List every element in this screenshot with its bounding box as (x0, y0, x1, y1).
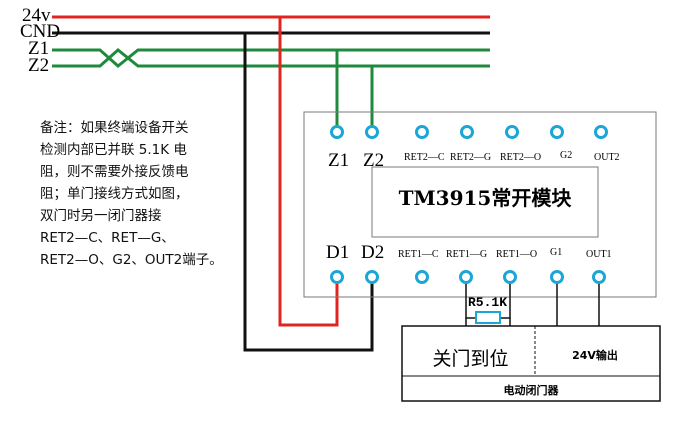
door-closed-label: 关门到位 (432, 348, 509, 370)
module-box (303, 111, 657, 298)
module-title-box (371, 166, 599, 238)
red-wire-to-d1 (278, 17, 339, 327)
wiring-note: 备注：如果终端设备开关 检测内部已并联 5.1K 电 阻，则不需要外接反馈电 阻… (40, 117, 290, 271)
terminal-label-d2: D2 (361, 242, 385, 263)
terminal-label-ret1-o: RET1—O (496, 249, 538, 260)
terminal-label-g1: G1 (550, 247, 563, 258)
terminal-screw-ret1-o (503, 270, 517, 284)
terminal-screw-d2 (365, 270, 379, 284)
door-closer-name: 电动闭门器 (503, 384, 559, 397)
door-closer-box (401, 325, 661, 402)
black-wire-to-d2 (243, 33, 374, 352)
note-line: 双门时另一闭门器接 (40, 208, 162, 224)
terminal-label-d1: D1 (326, 242, 350, 263)
resistor (475, 311, 501, 324)
rail-z2-wire (52, 48, 490, 68)
terminal-label-g2: G2 (560, 150, 573, 161)
terminal-screw-out2 (594, 125, 608, 139)
note-line: RET2—O、G2、OUT2端子。 (40, 252, 223, 268)
door-output-label: 24V输出 (572, 349, 618, 362)
module-title: TM3915常开模块 (398, 186, 572, 210)
terminal-label-ret1-c: RET1—C (398, 249, 439, 260)
terminal-screw-g2 (550, 125, 564, 139)
terminal-label-out1: OUT1 (586, 249, 612, 260)
terminal-label-ret2-g: RET2—G (450, 152, 492, 163)
terminal-screw-ret2-g (460, 125, 474, 139)
terminal-screw-z2 (365, 125, 379, 139)
terminal-label-ret2-c: RET2—C (404, 152, 445, 163)
rail-label-24v: 24v (22, 5, 51, 26)
terminal-screw-d1 (330, 270, 344, 284)
rail-z1-wire (52, 48, 490, 68)
terminal-label-ret1-g: RET1—G (446, 249, 488, 260)
rail-label-z2: Z2 (28, 55, 50, 76)
terminal-screw-ret2-c (415, 125, 429, 139)
terminal-screw-z1 (330, 125, 344, 139)
terminal-screw-g1 (550, 270, 564, 284)
terminal-screw-ret1-c (415, 270, 429, 284)
terminal-screw-ret2-o (505, 125, 519, 139)
terminal-label-z1: Z1 (328, 150, 350, 171)
terminal-label-ret2-o: RET2—O (500, 152, 542, 163)
note-line: RET2—C、RET—G、 (40, 230, 175, 246)
terminal-screw-ret1-g (459, 270, 473, 284)
rail-label-z1: Z1 (28, 38, 50, 59)
note-line: 阻，则不需要外接反馈电 (40, 164, 189, 180)
note-line: 检测内部已并联 5.1K 电 (40, 142, 187, 158)
rail-label-cnd: CND (20, 21, 61, 42)
note-line: 阻；单门接线方式如图， (40, 186, 189, 202)
terminal-label-out2: OUT2 (594, 152, 620, 163)
note-line: 备注：如果终端设备开关 (40, 120, 189, 136)
resistor-label: R5.1K (468, 295, 508, 310)
terminal-label-z2: Z2 (363, 150, 385, 171)
terminal-screw-out1 (592, 270, 606, 284)
